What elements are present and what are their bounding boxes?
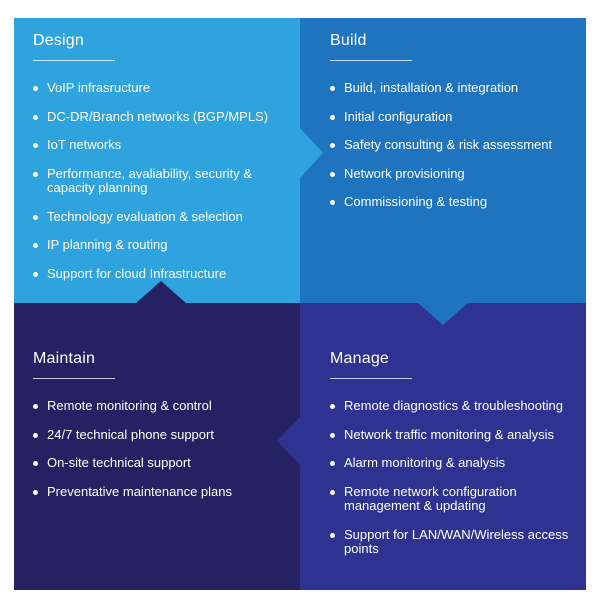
design-list: VoIP infrasructure DC-DR/Branch networks… [33, 80, 295, 282]
quadrant-build: Build Build, installation & integration … [330, 32, 570, 224]
list-item: Build, installation & integration [330, 80, 570, 96]
list-item: Preventative maintenance plans [33, 484, 283, 500]
title-underline [330, 60, 412, 61]
manage-list: Remote diagnostics & troubleshooting Net… [330, 398, 570, 557]
list-item: Remote monitoring & control [33, 398, 283, 414]
list-item: Support for cloud Infrastructure [33, 266, 295, 282]
list-item: 24/7 technical phone support [33, 427, 283, 443]
quadrant-title-maintain: Maintain [33, 350, 96, 367]
list-item: Safety consulting & risk assessment [330, 137, 570, 153]
list-item: VoIP infrasructure [33, 80, 295, 96]
list-item: Remote network configuration management … [330, 484, 570, 514]
arrow-maintain-to-design [136, 281, 186, 303]
list-item: On-site technical support [33, 455, 283, 471]
title-underline [33, 378, 115, 379]
list-item: DC-DR/Branch networks (BGP/MPLS) [33, 109, 295, 125]
list-item: Remote diagnostics & troubleshooting [330, 398, 570, 414]
quadrant-bg-design [14, 18, 300, 303]
arrow-design-to-build [300, 128, 323, 178]
list-item: Commissioning & testing [330, 194, 570, 210]
list-item: Performance, avaliability, security & ca… [33, 166, 295, 196]
arrow-manage-to-maintain [277, 417, 300, 465]
list-item: IP planning & routing [33, 237, 295, 253]
quadrant-manage: Manage Remote diagnostics & troubleshoot… [330, 350, 570, 571]
list-item: Alarm monitoring & analysis [330, 455, 570, 471]
list-item: IoT networks [33, 137, 295, 153]
quadrant-title-manage: Manage [330, 350, 390, 367]
quadrant-bg-maintain [14, 303, 300, 590]
title-underline [33, 60, 115, 61]
quadrant-maintain: Maintain Remote monitoring & control 24/… [33, 350, 283, 513]
quadrant-bg-build [300, 18, 586, 303]
title-underline [330, 378, 412, 379]
maintain-list: Remote monitoring & control 24/7 technic… [33, 398, 283, 500]
list-item: Support for LAN/WAN/Wireless access poin… [330, 527, 570, 557]
quadrant-title-build: Build [330, 32, 367, 49]
quadrant-title-design: Design [33, 32, 85, 49]
quadrant-bg-manage [300, 303, 586, 590]
build-list: Build, installation & integration Initia… [330, 80, 570, 210]
list-item: Initial configuration [330, 109, 570, 125]
arrow-build-to-manage [418, 303, 468, 325]
list-item: Network traffic monitoring & analysis [330, 427, 570, 443]
list-item: Network provisioning [330, 166, 570, 182]
list-item: Technology evaluation & selection [33, 209, 295, 225]
quadrant-design: Design VoIP infrasructure DC-DR/Branch n… [33, 32, 295, 295]
